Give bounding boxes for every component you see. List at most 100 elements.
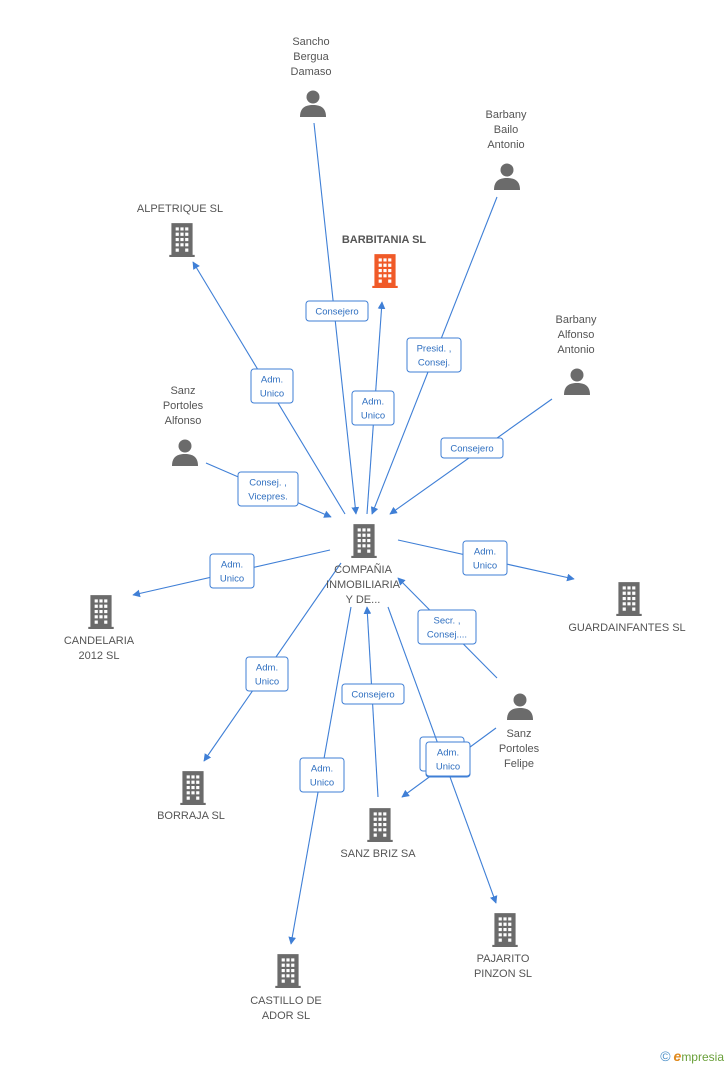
person-icon xyxy=(494,163,520,190)
node-sanz_briz[interactable]: SANZ BRIZ SA xyxy=(340,808,416,860)
node-candelaria[interactable]: CANDELARIA 2012 SL xyxy=(64,595,135,662)
edge-label[interactable]: Adm. Unico xyxy=(245,656,289,692)
edge-label-text: Unico xyxy=(310,778,334,789)
empresia-watermark: ©empresia xyxy=(660,1048,724,1064)
edge-label[interactable]: Adm. Unico xyxy=(462,540,508,576)
building-icon xyxy=(492,913,518,947)
edge-label[interactable]: Consejero xyxy=(305,300,369,322)
node-label: ALPETRIQUE SL xyxy=(137,203,223,215)
edge-label-text: Vicepres. xyxy=(248,492,287,503)
edge-compania-to-alpetrique: Adm. Unico xyxy=(192,261,346,515)
edge-label-text: Adm. xyxy=(261,375,283,386)
building-icon xyxy=(180,771,206,805)
edge-label-box xyxy=(237,471,299,507)
node-borraja[interactable]: BORRAJA SL xyxy=(157,771,225,822)
edge-compania-to-candelaria: Adm.Unico xyxy=(132,549,331,598)
watermark-brand-text: mpresia xyxy=(681,1050,724,1064)
edge-label[interactable]: Adm. Unico xyxy=(250,368,294,404)
edge-label-text: Adm. xyxy=(437,748,459,759)
edge-label-box xyxy=(417,609,477,645)
node-label: Antonio xyxy=(487,139,524,151)
node-label: Bergua xyxy=(293,51,329,63)
node-label: Barbany xyxy=(486,109,527,121)
edge-label[interactable]: Adm.Unico xyxy=(209,553,255,589)
node-barbitania[interactable]: BARBITANIA SL xyxy=(342,234,427,288)
edge-label-box xyxy=(209,553,255,589)
edge-sancho-to-compania: Consejero xyxy=(305,122,369,515)
node-label: Damaso xyxy=(291,66,332,78)
node-label: Barbany xyxy=(556,314,597,326)
edge-label-text: Unico xyxy=(436,762,460,773)
node-label: Portoles xyxy=(163,400,204,412)
edge-label-text: Unico xyxy=(260,389,284,400)
edge-label-box xyxy=(305,300,369,322)
node-label: Y DE... xyxy=(346,594,381,606)
node-pajarito[interactable]: PAJARITO PINZON SL xyxy=(474,913,532,980)
edge-label-text: Consejero xyxy=(450,444,493,455)
node-label: CANDELARIA xyxy=(64,635,135,647)
building-icon xyxy=(372,254,398,288)
edge-compania-to-borraja: Adm. Unico xyxy=(203,562,342,762)
edge-label[interactable]: Adm.Unico xyxy=(351,390,395,426)
edge-label[interactable]: Consej. , Vicepres. xyxy=(237,471,299,507)
edge-label[interactable]: Consejero xyxy=(440,437,504,459)
edge-barbany_bailo-to-compania: Presid. ,Consej. xyxy=(370,196,498,515)
edge-sanz_briz-to-compania: Consejero xyxy=(341,606,405,798)
person-icon xyxy=(564,368,590,395)
edge-label-text: Adm. xyxy=(362,397,384,408)
node-label: ADOR SL xyxy=(262,1010,310,1022)
node-alpetrique[interactable]: ALPETRIQUE SL xyxy=(137,203,223,257)
edge-label[interactable]: Presid. ,Consej. xyxy=(406,337,462,373)
node-label: Sanz xyxy=(170,385,195,397)
node-label: BORRAJA SL xyxy=(157,810,225,822)
building-icon xyxy=(169,223,195,257)
edge-label-text: Consejero xyxy=(351,690,394,701)
edge-barbany_alfonso-to-compania: Consejero xyxy=(389,398,553,515)
edge-label-text: Consej. , xyxy=(249,478,287,489)
person-icon xyxy=(172,439,198,466)
node-label: Portoles xyxy=(499,743,540,755)
edge-label-box xyxy=(341,683,405,705)
edge-label[interactable]: Consejero xyxy=(341,683,405,705)
node-label: PAJARITO xyxy=(477,953,530,965)
building-icon xyxy=(351,524,377,558)
node-label: GUARDAINFANTES SL xyxy=(568,622,685,634)
node-label: Alfonso xyxy=(558,329,595,341)
edge-label-text: Adm. xyxy=(221,560,243,571)
edge-sanz_portoles_alfonso-to-compania: Consej. , Vicepres. xyxy=(205,462,332,518)
building-icon xyxy=(616,582,642,616)
node-guardainfantes[interactable]: GUARDAINFANTES SL xyxy=(568,582,686,634)
building-icon xyxy=(88,595,114,629)
edge-label-text: Adm. xyxy=(256,663,278,674)
edge-label[interactable]: Adm.Unico xyxy=(299,757,345,793)
edge-compania-to-castillo: Adm.Unico xyxy=(288,606,352,945)
edge-label-box xyxy=(440,437,504,459)
edge-label-text: Unico xyxy=(255,677,279,688)
node-label: PINZON SL xyxy=(474,968,532,980)
edge-label-text: Presid. , xyxy=(417,344,452,355)
edge-label[interactable]: Secr. ,Consej.... xyxy=(417,609,477,645)
edge-label-text: Unico xyxy=(473,561,497,572)
edge-label[interactable]: Adm. Unico xyxy=(425,741,471,777)
edge-label-box xyxy=(245,656,289,692)
node-label: Felipe xyxy=(504,758,534,770)
node-label: BARBITANIA SL xyxy=(342,234,427,246)
edge-label-box xyxy=(406,337,462,373)
node-label: 2012 SL xyxy=(79,650,120,662)
edge-label-text: Adm. xyxy=(474,547,496,558)
building-icon xyxy=(275,954,301,988)
edge-label-box xyxy=(425,741,471,777)
edge-sanz_portoles_felipe-to-compania: Secr. ,Consej.... xyxy=(397,577,498,679)
person-icon xyxy=(300,90,326,117)
building-icon xyxy=(367,808,393,842)
watermark-brand-initial: e xyxy=(673,1048,682,1064)
edge-compania-to-pajarito: Adm. Unico xyxy=(387,606,498,904)
